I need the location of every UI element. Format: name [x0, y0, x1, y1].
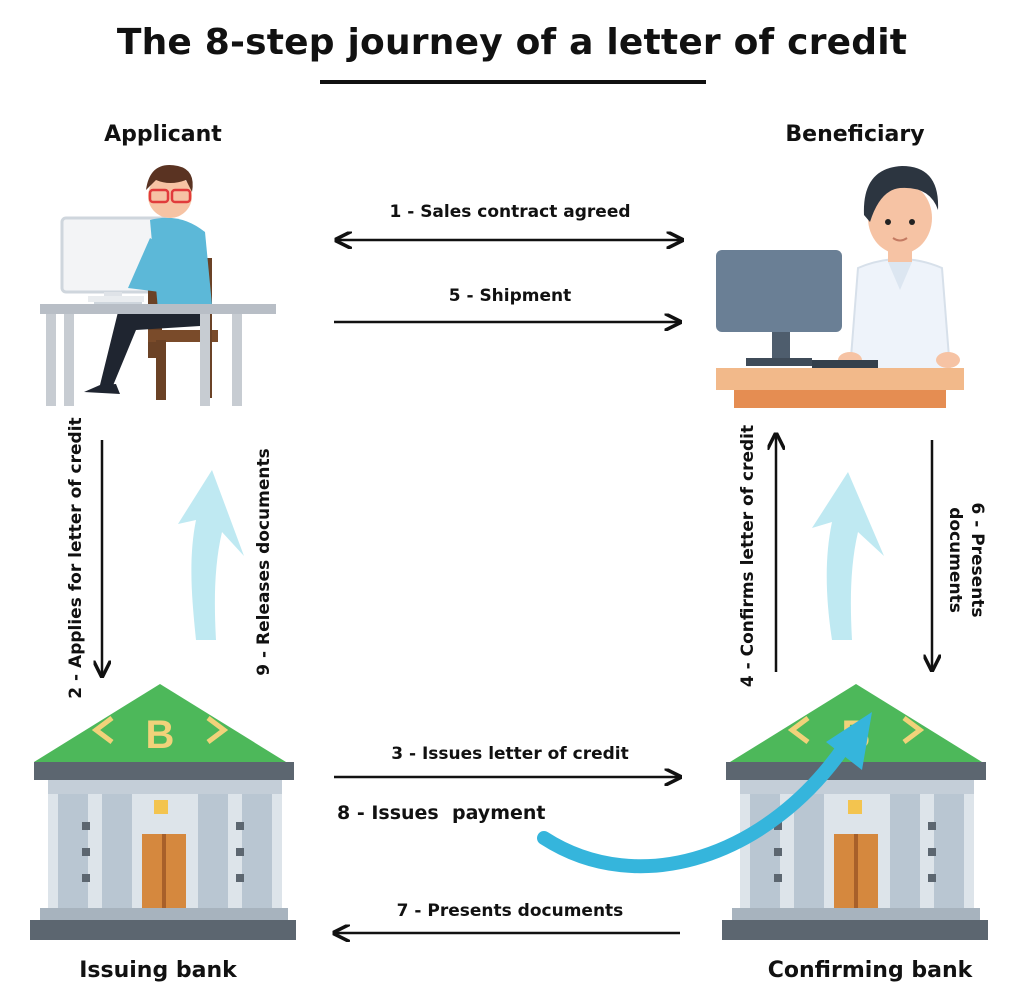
diagram-title: The 8-step journey of a letter of credit [116, 22, 908, 63]
title-underline [320, 80, 706, 84]
payment-arrow [537, 737, 853, 874]
step-5-label: 5 - Shipment [448, 286, 572, 306]
step-6-line-1: 6 - Presents [967, 502, 987, 618]
applicant-label: Applicant [104, 122, 222, 147]
issuing-bank-building: B [30, 684, 296, 940]
step-8-label: 8 - Issues payment [337, 802, 546, 824]
confirming-bank-label: Confirming bank [767, 958, 973, 983]
step-3-label: 3 - Issues letter of credit [391, 744, 629, 764]
light-arrow-left [178, 470, 244, 640]
confirming-bank-building: B [722, 684, 988, 940]
issuing-bank-logo: B [146, 713, 175, 757]
step-2-label: 2 - Applies for letter of credit [66, 417, 86, 699]
light-arrow-right [812, 472, 884, 640]
applicant-illustration [40, 165, 276, 406]
beneficiary-illustration [716, 166, 964, 408]
issuing-bank-label: Issuing bank [79, 958, 237, 983]
step-1-label: 1 - Sales contract agreed [389, 202, 631, 222]
step-6-line-2: documents [945, 507, 965, 613]
step-6-label: 6 - Presents documents [944, 502, 988, 617]
beneficiary-monitor [716, 250, 842, 332]
beneficiary-label: Beneficiary [785, 122, 925, 147]
step-9-label: 9 - Releases documents [254, 448, 274, 676]
step-4-label: 4 - Confirms letter of credit [738, 424, 758, 688]
step-7-label: 7 - Presents documents [396, 901, 624, 921]
payment-arrow-head [826, 712, 872, 770]
